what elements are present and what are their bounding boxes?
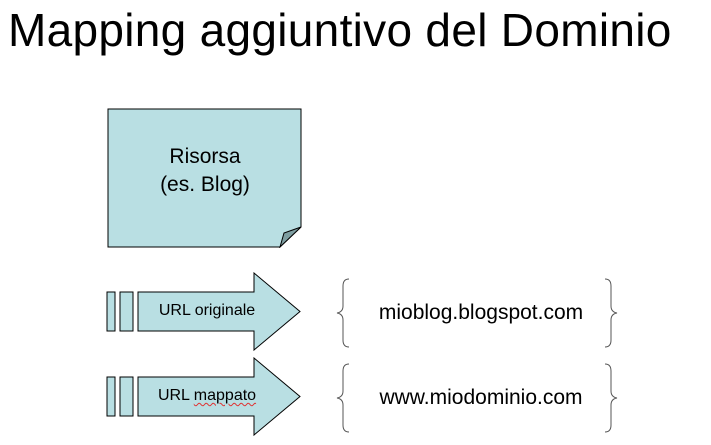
striped-arrow-shape bbox=[106, 272, 301, 352]
curly-brace-shape bbox=[336, 278, 618, 348]
resource-note-shape bbox=[107, 108, 302, 248]
slide-title: Mapping aggiuntivo del Dominio bbox=[8, 4, 672, 56]
mapped-url-arrow: URL mappato bbox=[106, 357, 306, 437]
original-url-brace-group: mioblog.blogspot.com bbox=[336, 278, 626, 348]
resource-title: Risorsa bbox=[169, 145, 241, 168]
original-domain-text: mioblog.blogspot.com bbox=[378, 301, 584, 324]
mapped-url-label: URL mappato bbox=[142, 386, 272, 406]
curly-brace-shape bbox=[336, 363, 618, 433]
striped-arrow-shape bbox=[106, 357, 301, 437]
mapped-url-label-prefix: URL bbox=[157, 387, 194, 404]
resource-label: Risorsa (es. Blog) bbox=[107, 143, 303, 199]
original-url-label: URL originale bbox=[158, 302, 256, 319]
original-url-arrow: URL originale bbox=[106, 272, 306, 352]
mapped-domain-text: www.miodominio.com bbox=[379, 386, 583, 409]
mapped-url-label-word: mappato bbox=[193, 387, 257, 404]
resource-example: (es. Blog) bbox=[160, 173, 250, 196]
mapped-url-brace-group: www.miodominio.com bbox=[336, 363, 626, 433]
